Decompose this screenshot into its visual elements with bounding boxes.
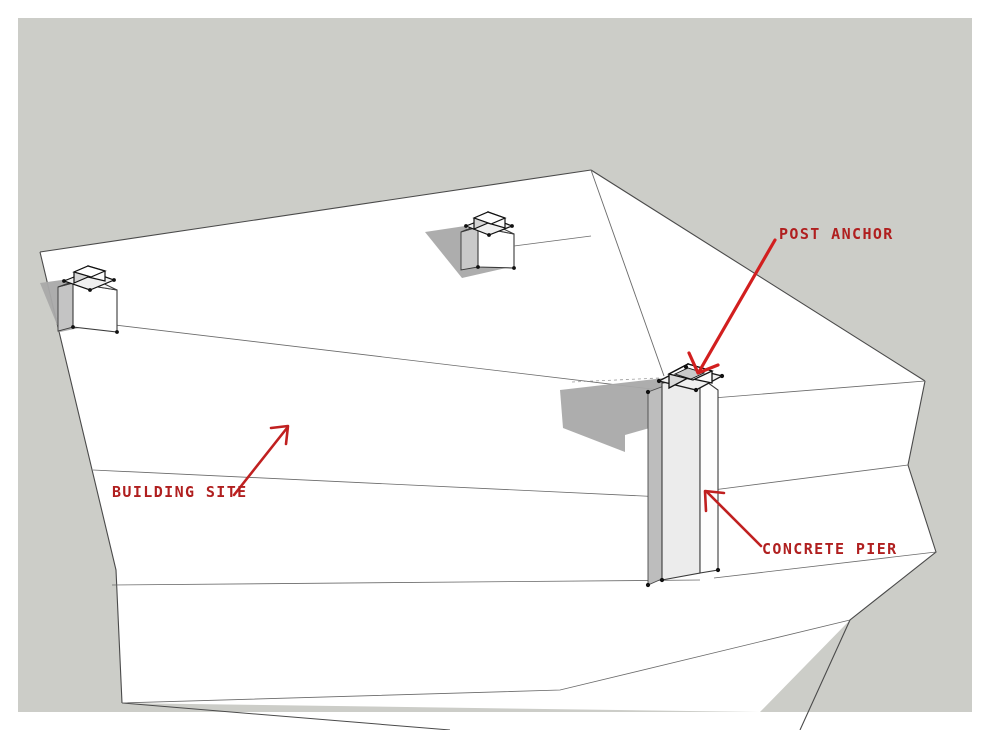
arrow-line-building-site [232, 426, 289, 497]
construction-guide-dashed [571, 377, 661, 383]
vertex-dot [683, 364, 689, 370]
annotation-arrows [232, 238, 777, 548]
vertex-dot [464, 224, 468, 228]
pad-fold-center [590, 169, 665, 377]
vertex-dot [71, 325, 75, 329]
vertex-dot [656, 378, 662, 384]
shadow-pier-tall [560, 378, 664, 452]
pier-tall[interactable] [645, 362, 725, 588]
arrow-head-concrete-pier [703, 489, 726, 513]
pier-tall-left-face [661, 376, 701, 581]
vertex-dot [645, 389, 651, 395]
annotation-label-concrete-pier[interactable]: CONCRETE PIER [762, 540, 898, 558]
vertex-dot [487, 233, 491, 237]
terrace-band-line-4 [121, 619, 851, 704]
vertex-dot [88, 288, 92, 292]
vertex-dot [62, 279, 66, 283]
post-anchor-cup-left-top [72, 265, 107, 278]
arrow-head-building-site [269, 424, 290, 446]
vertex-dot [510, 224, 514, 228]
vertex-dot [115, 330, 119, 334]
vertex-dot [512, 266, 516, 270]
terrace-band-line-2b [712, 464, 909, 491]
arrow-line-concrete-pier [705, 490, 763, 548]
annotation-label-building-site[interactable]: BUILDING SITE [112, 483, 248, 501]
pad-edge-ridge-right [590, 169, 926, 382]
vertex-dot [476, 265, 480, 269]
vertex-dot [659, 577, 665, 583]
vertex-dot [719, 373, 725, 379]
terrace-band-line-2 [92, 469, 665, 498]
pad-edge-ridge-left [39, 169, 592, 253]
pad-surface-main [40, 170, 936, 712]
post-anchor-cup-back-top [472, 211, 507, 225]
arrow-head-post-anchor [687, 351, 720, 375]
terrace-band-line-3 [111, 579, 701, 586]
vertex-dot [645, 582, 651, 588]
vertex-dot [112, 278, 116, 282]
annotation-label-post-anchor[interactable]: POST ANCHOR [779, 225, 894, 243]
pier-left-side-face [57, 282, 74, 332]
terrace-band-line-1 [55, 317, 661, 391]
pier-left[interactable] [57, 265, 119, 334]
terrace-band-line-3b [713, 551, 937, 579]
building-pad-group[interactable] [39, 169, 937, 730]
pier-back[interactable] [460, 211, 592, 271]
pad-edge-from-back-pier [513, 235, 592, 247]
pier-left-front-face [72, 282, 118, 333]
pier-back-side-face [460, 226, 479, 271]
vertex-dot [693, 387, 699, 393]
vertex-dot [715, 567, 721, 573]
arrow-line-post-anchor [698, 238, 777, 372]
pad-edge-left [39, 251, 123, 704]
pad-edge-bottom [121, 702, 451, 730]
terrace-band-line-1b [712, 380, 926, 399]
pier-tall-right-face [699, 375, 719, 574]
